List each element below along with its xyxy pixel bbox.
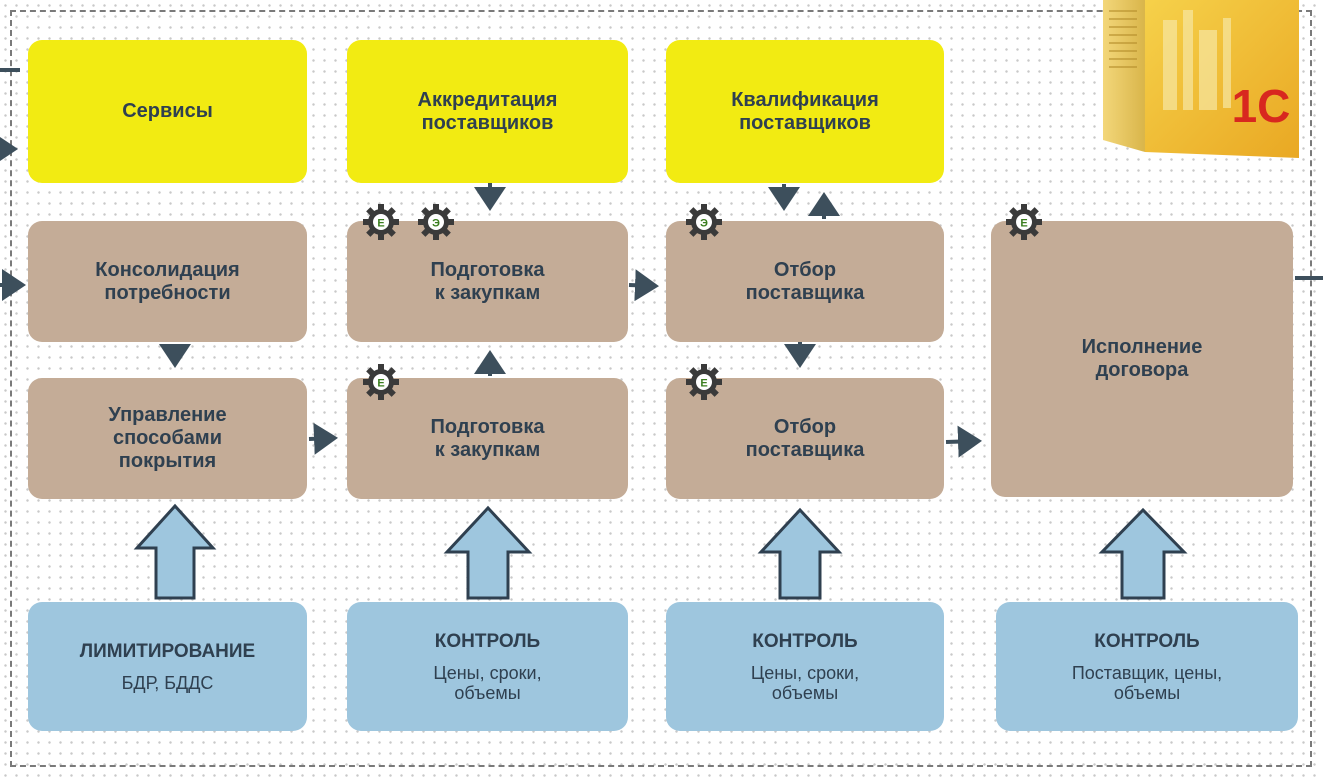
prep-bottom-box: Подготовка к закупкам bbox=[347, 378, 628, 499]
gear-badge-label: Е bbox=[377, 378, 384, 390]
gear-badge-label: Э bbox=[700, 218, 708, 230]
consolidation-box: Консолидация потребности bbox=[28, 221, 307, 342]
coverage-box: Управление способами покрытия bbox=[28, 378, 307, 499]
control-box-selection: КОНТРОЛЬ Цены, сроки, объемы bbox=[666, 602, 944, 731]
selection-bottom-box: Отбор поставщика bbox=[666, 378, 944, 499]
selection-top-box: Отбор поставщика bbox=[666, 221, 944, 342]
gear-badge-label: Е bbox=[1020, 218, 1027, 230]
execution-box: Исполнение договора bbox=[991, 221, 1293, 497]
big-up-arrow-1 bbox=[133, 503, 217, 600]
gear-icon: Э bbox=[418, 204, 454, 240]
control-title: ЛИМИТИРОВАНИЕ bbox=[79, 641, 256, 662]
big-up-arrow-2 bbox=[443, 505, 533, 600]
gear-badge-label: Е bbox=[377, 218, 384, 230]
control-box-prep: КОНТРОЛЬ Цены, сроки, объемы bbox=[347, 602, 628, 731]
arrow-prep-selection bbox=[628, 269, 659, 302]
control-box-limits: ЛИМИТИРОВАНИЕ БДР, БДДС bbox=[28, 602, 307, 731]
logo-brand: 1С bbox=[1232, 80, 1291, 132]
qualification-box: Квалификация поставщиков bbox=[666, 40, 944, 183]
gear-icon: Е bbox=[363, 204, 399, 240]
gear-badge-label: Е bbox=[700, 378, 707, 390]
1c-software-box-icon: 1С bbox=[1103, 0, 1299, 158]
gear-badge-label: Э bbox=[432, 218, 440, 230]
control-text: Поставщик, цены, объемы bbox=[1071, 663, 1223, 703]
control-title: КОНТРОЛЬ bbox=[1094, 631, 1200, 652]
accreditation-box: Аккредитация поставщиков bbox=[347, 40, 628, 183]
arrow-selection-execution bbox=[945, 425, 982, 458]
prep-top-box: Подготовка к закупкам bbox=[347, 221, 628, 342]
control-title: КОНТРОЛЬ bbox=[434, 631, 541, 652]
control-text: Цены, сроки, объемы bbox=[433, 663, 542, 703]
gear-icon: Е bbox=[686, 364, 722, 400]
control-text: БДР, БДДС bbox=[121, 673, 214, 693]
control-title: КОНТРОЛЬ bbox=[752, 631, 858, 652]
control-box-execution: КОНТРОЛЬ Поставщик, цены, объемы bbox=[996, 602, 1298, 731]
gear-icon: Е bbox=[1006, 204, 1042, 240]
arrow-coverage-prep bbox=[308, 422, 338, 455]
big-up-arrow-3 bbox=[757, 507, 843, 600]
gear-icon: Е bbox=[363, 364, 399, 400]
diagram-frame bbox=[10, 10, 1312, 767]
control-text: Цены, сроки, объемы bbox=[750, 663, 860, 703]
gear-icon: Э bbox=[686, 204, 722, 240]
big-up-arrow-4 bbox=[1098, 507, 1188, 600]
services-box: Сервисы bbox=[28, 40, 307, 183]
